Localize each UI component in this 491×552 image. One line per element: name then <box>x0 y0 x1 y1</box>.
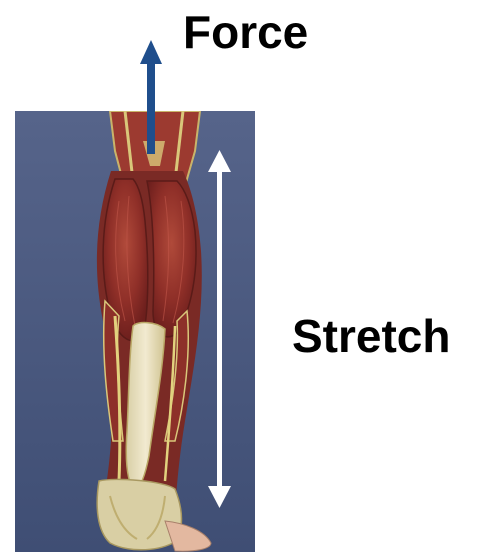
force-arrow <box>140 40 162 154</box>
stretch-label: Stretch <box>292 313 450 359</box>
stretch-arrow <box>208 150 231 508</box>
force-label: Force <box>183 9 308 55</box>
